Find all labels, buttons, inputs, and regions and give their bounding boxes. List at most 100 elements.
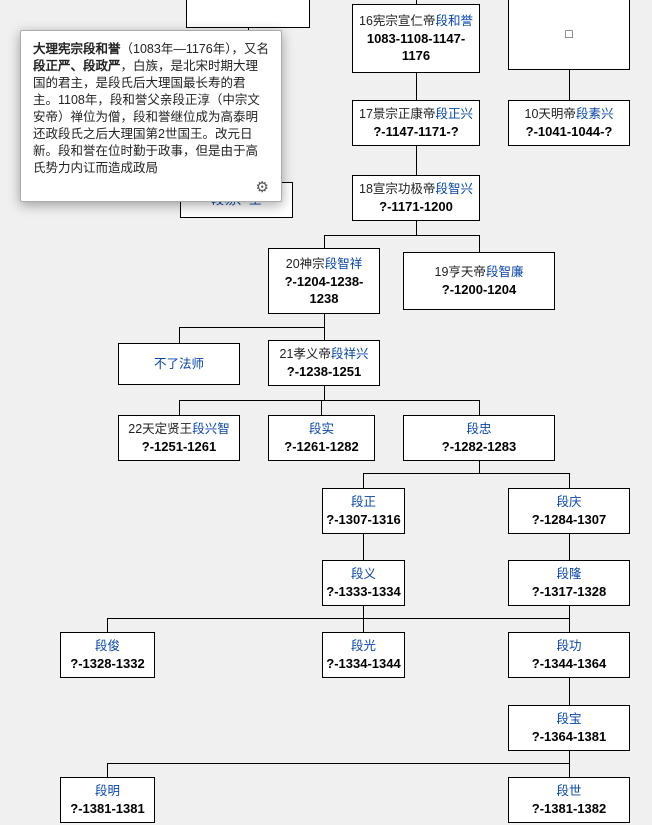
node-prefix: 16宪宗宣仁帝: [359, 14, 436, 28]
tree-node-empty: □: [508, 0, 630, 70]
node-name-link[interactable]: 段隆: [556, 567, 582, 581]
connector-line: [479, 400, 480, 415]
node-prefix: 21孝义帝: [279, 347, 331, 361]
connector-line: [569, 473, 570, 488]
connector-line: [179, 327, 180, 343]
node-dates: ?-1317-1328: [531, 584, 607, 599]
tree-node-duan-guang: 段光 ?-1334-1344: [322, 632, 405, 678]
node-dates: ?-1147-1171-?: [373, 124, 459, 139]
node-name-link[interactable]: 段和誉: [435, 14, 473, 28]
node-name-link[interactable]: 段忠: [466, 422, 492, 436]
connector-line: [107, 618, 108, 632]
node-dates: ?-1261-1282: [284, 439, 359, 454]
connector-line: [569, 763, 570, 777]
node-name-link[interactable]: 段素兴: [575, 107, 614, 121]
node-name-link[interactable]: 段智祥: [324, 256, 363, 271]
node-name-link[interactable]: 段光: [350, 639, 376, 653]
node-name-link[interactable]: 段俊: [94, 639, 120, 653]
connector-line: [569, 678, 570, 705]
node-dates: ?-1364-1381: [531, 729, 607, 744]
connector-line: [416, 0, 417, 4]
node-name-link[interactable]: 段实: [308, 422, 334, 436]
tree-node-duan-zhixing: 18宣宗功极帝段智兴 ?-1171-1200: [352, 175, 480, 221]
node-dates: ?-1333-1334: [326, 584, 401, 599]
popup-title: 大理宪宗段和誉: [33, 42, 121, 56]
connector-line: [324, 235, 325, 248]
node-dates: ?-1200-1204: [441, 282, 517, 297]
tree-node-duan-bao: 段宝 ?-1364-1381: [508, 705, 630, 751]
node-name-link[interactable]: 段义: [350, 567, 376, 581]
connector-line: [479, 235, 480, 252]
node-dates: ?-1204-1238-1238: [284, 273, 364, 306]
node-name-link[interactable]: 不了法师: [153, 356, 204, 371]
tree-node-duan-zhixiang: 20神宗段智祥 ?-1204-1238-1238: [268, 248, 380, 314]
tree-node-duan-jun: 段俊 ?-1328-1332: [60, 632, 155, 678]
node-name-link[interactable]: 段祥兴: [330, 347, 369, 361]
connector-line: [416, 73, 417, 100]
connector-line: [324, 327, 325, 340]
node-name-link[interactable]: 段正兴: [435, 107, 473, 121]
tree-node-duan-ming: 段明 ?-1381-1381: [60, 777, 155, 823]
tree-node-duan-gong: 段功 ?-1344-1364: [508, 632, 630, 678]
node-dates: ?-1381-1381: [70, 801, 145, 816]
connector-line: [479, 461, 480, 473]
connector-line: [324, 386, 325, 400]
node-prefix: 10天明帝: [524, 107, 576, 121]
node-dates: ?-1251-1261: [141, 439, 217, 454]
node-prefix: 17景宗正康帝: [359, 107, 436, 121]
connector-line: [321, 400, 322, 415]
connector-line: [416, 221, 417, 235]
tree-node-duan-long: 段隆 ?-1317-1328: [508, 560, 630, 606]
tree-node-duan-shi-last: 段世 ?-1381-1382: [508, 777, 630, 823]
node-name-link[interactable]: 段正: [350, 495, 376, 509]
connector-line: [324, 235, 480, 236]
node-dates: ?-1328-1332: [70, 656, 145, 671]
tree-node-cutoff: [186, 0, 310, 28]
tree-node-duan-zheng: 段正 ?-1307-1316: [322, 488, 405, 534]
connector-line: [416, 146, 417, 175]
node-name-link[interactable]: 段明: [94, 784, 120, 798]
tree-node-duan-xiangxing: 21孝义帝段祥兴 ?-1238-1251: [268, 340, 380, 386]
connector-line: [179, 327, 325, 328]
node-name-link[interactable]: 段智兴: [435, 182, 473, 196]
connector-line: [107, 763, 108, 777]
tree-node-duan-heyu: 16宪宗宣仁帝段和誉 1083-1108-1147-1176: [352, 4, 480, 73]
empty-box-char: □: [565, 27, 573, 41]
node-prefix: 22天定贤王: [128, 422, 193, 436]
node-prefix: 19亨天帝: [434, 265, 486, 279]
gear-icon[interactable]: ⚙: [255, 179, 269, 196]
connector-line: [179, 400, 480, 401]
connector-line: [569, 534, 570, 560]
node-dates: ?-1171-1200: [379, 199, 453, 214]
node-dates: ?-1284-1307: [531, 512, 607, 527]
connector-line: [324, 314, 325, 327]
connector-line: [107, 618, 570, 619]
connector-line: [363, 473, 570, 474]
node-dates: ?-1307-1316: [326, 512, 401, 527]
tree-node-duan-suxing: 10天明帝段素兴 ?-1041-1044-?: [508, 100, 630, 146]
node-prefix: 20神宗: [285, 256, 325, 271]
node-name-link[interactable]: 段功: [556, 639, 582, 653]
node-prefix: 18宣宗功极帝: [359, 182, 436, 196]
node-name-link[interactable]: 段兴智: [192, 422, 230, 436]
node-dates: ?-1041-1044-?: [525, 124, 613, 139]
popup-alt-names: 段正严、段政严: [33, 59, 121, 73]
node-dates: ?-1282-1283: [441, 439, 517, 454]
node-name-link[interactable]: 段宝: [556, 712, 582, 726]
node-name-link[interactable]: 段世: [556, 784, 582, 798]
popup-text: 大理宪宗段和誉（1083年—1176年），又名段正严、段政严，白族，是北宋时期大…: [33, 42, 269, 175]
tree-node-duan-yi2: 段义 ?-1333-1334: [322, 560, 405, 606]
node-dates: ?-1381-1382: [531, 801, 607, 816]
tree-node-duan-zhong: 段忠 ?-1282-1283: [403, 415, 555, 461]
node-dates: ?-1238-1251: [286, 364, 362, 379]
connector-line: [569, 70, 570, 100]
connector-line: [569, 751, 570, 763]
tree-node-duan-zhengxing: 17景宗正康帝段正兴 ?-1147-1171-?: [352, 100, 480, 146]
node-name-link[interactable]: 段智廉: [485, 265, 524, 279]
tree-node-duan-qing: 段庆 ?-1284-1307: [508, 488, 630, 534]
connector-line: [569, 606, 570, 632]
node-name-link[interactable]: 段庆: [556, 495, 582, 509]
tree-node-duan-xingzhi: 22天定贤王段兴智 ?-1251-1261: [118, 415, 240, 461]
node-dates: ?-1334-1344: [326, 656, 401, 671]
